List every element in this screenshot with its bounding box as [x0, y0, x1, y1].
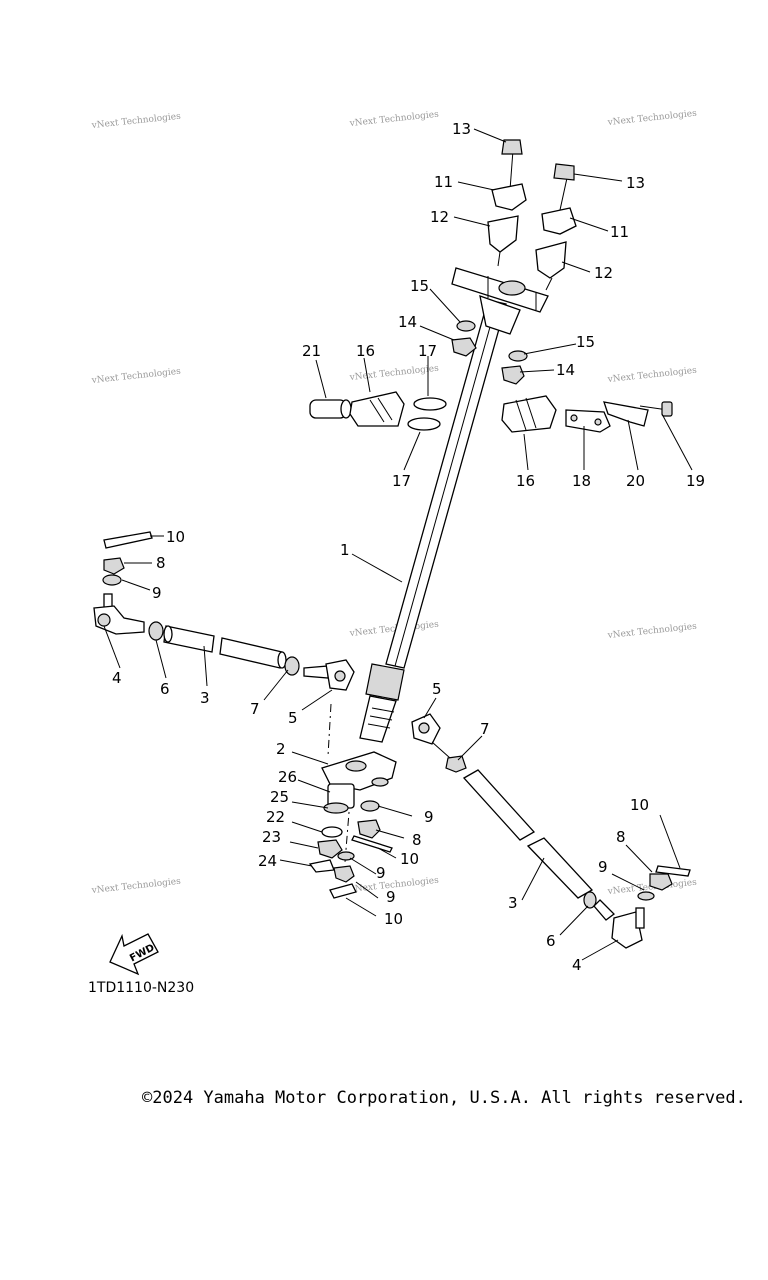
callout-10: 10: [166, 528, 185, 546]
handlebar-holder-left: [487, 139, 527, 267]
callout-16: 16: [516, 472, 535, 490]
callout-8: 8: [412, 831, 422, 849]
callout-9: 9: [598, 858, 608, 876]
callout-10: 10: [400, 850, 419, 868]
callouts: 13 13 11 11 12 12 15 15 14 14 21 16 17 1…: [112, 120, 705, 974]
tie-rod-left: [93, 531, 355, 691]
watermark: vNext Technologies: [90, 112, 181, 131]
handlebar-holder-right: [535, 163, 577, 291]
callout-9: 9: [386, 888, 396, 906]
figure-code: 1TD1110-N230: [88, 980, 194, 996]
tie-rod-right: [411, 713, 691, 949]
callout-19: 19: [686, 472, 705, 490]
watermark: vNext Technologies: [348, 110, 439, 129]
callout-9: 9: [152, 584, 162, 602]
fwd-arrow-icon: FWD: [109, 933, 159, 976]
callout-10: 10: [384, 910, 403, 928]
callout-17: 17: [418, 342, 437, 360]
callout-23: 23: [262, 828, 281, 846]
watermark: vNext Technologies: [606, 109, 697, 128]
callout-22: 22: [266, 808, 285, 826]
callout-4: 4: [112, 669, 122, 687]
callout-16: 16: [356, 342, 375, 360]
callout-6: 6: [546, 932, 556, 950]
leader-lines: [103, 128, 693, 961]
callout-5: 5: [432, 680, 442, 698]
callout-15: 15: [576, 333, 595, 351]
callout-3: 3: [508, 894, 518, 912]
callout-7: 7: [250, 700, 260, 718]
callout-20: 20: [626, 472, 645, 490]
copyright-notice: ©2024 Yamaha Motor Corporation, U.S.A. A…: [142, 1088, 746, 1108]
callout-3: 3: [200, 689, 210, 707]
callout-7: 7: [480, 720, 490, 738]
callout-11: 11: [610, 223, 629, 241]
callout-13: 13: [626, 174, 645, 192]
callout-15: 15: [410, 277, 429, 295]
callout-12: 12: [594, 264, 613, 282]
callout-17: 17: [392, 472, 411, 490]
callout-14: 14: [556, 361, 575, 379]
watermark: vNext Technologies: [606, 366, 697, 385]
callout-8: 8: [156, 554, 166, 572]
callout-8: 8: [616, 828, 626, 846]
watermark: vNext Technologies: [90, 367, 181, 386]
watermark: vNext Technologies: [90, 877, 181, 896]
callout-10: 10: [630, 796, 649, 814]
callout-13: 13: [452, 120, 471, 138]
callout-12: 12: [430, 208, 449, 226]
watermark-layer: vNext Technologies vNext Technologies vN…: [90, 109, 697, 897]
callout-1: 1: [340, 541, 350, 559]
callout-9: 9: [424, 808, 434, 826]
column-bushing-right: [501, 395, 673, 433]
callout-4: 4: [572, 956, 582, 974]
callout-11: 11: [434, 173, 453, 191]
callout-24: 24: [258, 852, 277, 870]
callout-6: 6: [160, 680, 170, 698]
watermark: vNext Technologies: [348, 364, 439, 383]
column-nuts: [451, 320, 528, 385]
steering-column: [327, 267, 549, 863]
callout-25: 25: [270, 788, 289, 806]
callout-14: 14: [398, 313, 417, 331]
callout-5: 5: [288, 709, 298, 727]
callout-26: 26: [278, 768, 297, 786]
callout-2: 2: [276, 740, 286, 758]
watermark: vNext Technologies: [606, 622, 697, 641]
callout-9: 9: [376, 864, 386, 882]
callout-21: 21: [302, 342, 321, 360]
column-bushing-left: [309, 391, 447, 431]
callout-18: 18: [572, 472, 591, 490]
